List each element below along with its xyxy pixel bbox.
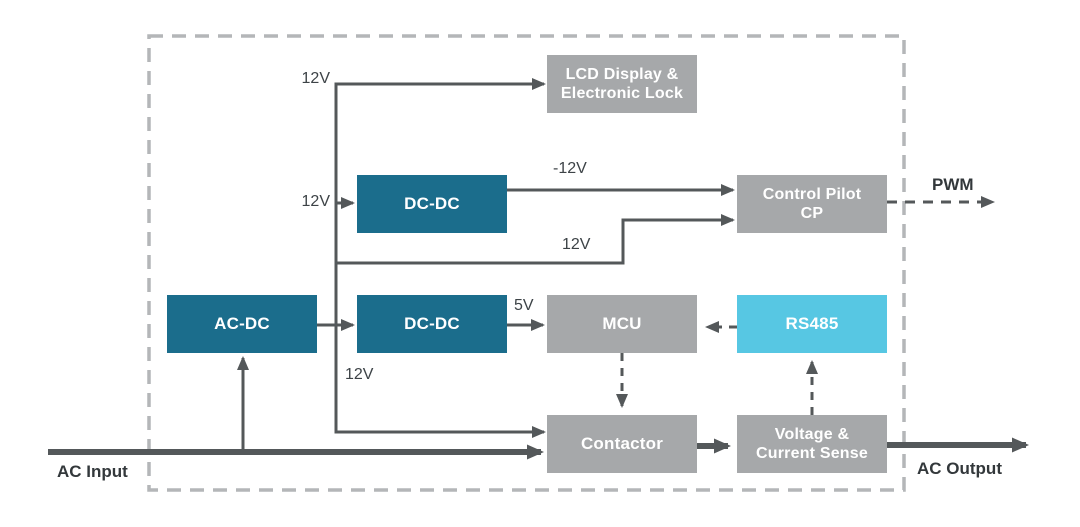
block-label: DC-DC: [404, 314, 460, 333]
block-dcdc-top: DC-DC: [357, 175, 507, 233]
block-label-line2: Electronic Lock: [560, 85, 684, 102]
block-label-line1: Voltage &: [774, 426, 850, 443]
block-voltage-current-sense: Voltage & Current Sense: [737, 415, 887, 473]
block-acdc: AC-DC: [167, 295, 317, 353]
wire-12v-to-control-pilot: [336, 214, 735, 265]
wire-12v-bus-to-contactor: [334, 263, 546, 438]
label-12v-contactor-supply: 12V: [345, 366, 374, 383]
label-ac-output: AC Output: [917, 459, 1002, 478]
block-contactor: Contactor: [547, 415, 697, 473]
block-label: AC-DC: [214, 314, 270, 333]
label-12v-cp-supply: 12V: [562, 236, 591, 253]
label-neg12v-rail: -12V: [553, 160, 587, 177]
block-label-line2: Current Sense: [756, 445, 868, 462]
label-pwm: PWM: [932, 175, 974, 194]
block-label-line2: CP: [800, 205, 824, 222]
system-boundary-dashed-rect: [147, 34, 906, 492]
block-label-line1: LCD Display &: [565, 66, 679, 83]
block-label: DC-DC: [404, 194, 460, 213]
block-control-pilot: Control Pilot CP: [737, 175, 887, 233]
block-label: Contactor: [580, 434, 664, 453]
label-12v-lcd-supply: 12V: [301, 70, 330, 87]
label-ac-input: AC Input: [57, 462, 128, 481]
label-12v-dcdc-top-supply: 12V: [301, 193, 330, 210]
block-lcd-display-electronic-lock: LCD Display & Electronic Lock: [547, 55, 697, 113]
block-rs485: RS485: [737, 295, 887, 353]
block-label-line1: Control Pilot: [762, 186, 862, 203]
block-label: RS485: [785, 314, 839, 333]
block-mcu: MCU: [547, 295, 697, 353]
label-5v-rail: 5V: [514, 297, 534, 314]
wire-12v-bus-to-lcd: [334, 78, 546, 263]
block-dcdc-mid: DC-DC: [357, 295, 507, 353]
block-label: MCU: [602, 314, 642, 333]
